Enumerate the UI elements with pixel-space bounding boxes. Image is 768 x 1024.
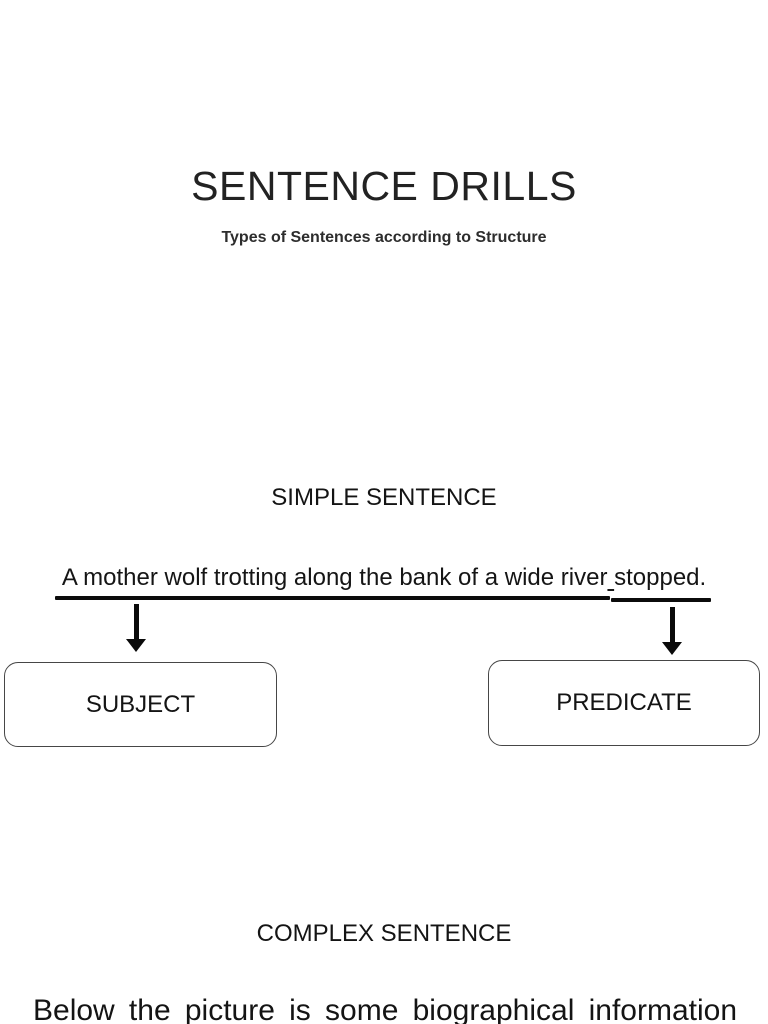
page-title: SENTENCE DRILLS — [191, 163, 577, 209]
down-arrow-icon — [661, 607, 683, 655]
arrow-head — [126, 639, 146, 652]
sentence-subject-segment: A mother wolf trotting along the bank of… — [54, 564, 611, 600]
page-subtitle: Types of Sentences according to Structur… — [221, 229, 547, 246]
arrow-head — [662, 642, 682, 655]
predicate-box: PREDICATE — [488, 660, 760, 746]
predicate-box-label: PREDICATE — [556, 689, 692, 716]
arrow-stem — [133, 604, 139, 639]
complex-sentence-heading: COMPLEX SENTENCE — [256, 920, 512, 947]
subject-box-label: SUBJECT — [85, 690, 196, 718]
simple-sentence-heading: SIMPLE SENTENCE — [271, 484, 497, 511]
body-paragraph: Below the picture is some biographical i… — [33, 994, 737, 1024]
sentence-predicate-segment: stopped. — [611, 564, 712, 602]
down-arrow-icon — [125, 604, 147, 652]
subject-box: SUBJECT — [4, 662, 277, 747]
example-sentence: A mother wolf trotting along the bank of… — [0, 564, 768, 602]
arrow-stem — [669, 607, 675, 642]
